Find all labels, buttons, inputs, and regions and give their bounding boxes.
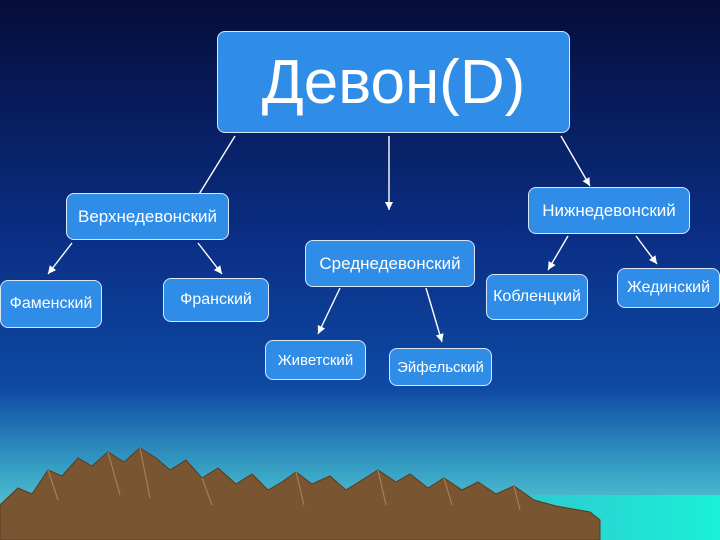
arrow-upper-to-famennian: [47, 242, 73, 275]
stage-node-eifelian-label: Эйфельский: [397, 358, 484, 376]
epoch-node-upper: Верхнедевонский: [66, 193, 229, 240]
arrow-root-to-middle: [385, 136, 393, 210]
epoch-node-lower-label: Нижнедевонский: [542, 200, 676, 220]
stage-node-famennian-label: Фаменский: [9, 295, 93, 312]
mountains: [0, 447, 601, 540]
arrow-root-to-lower: [560, 135, 591, 187]
stage-node-emsian: Кобленцкий: [486, 274, 588, 320]
epoch-node-lower: Нижнедевонский: [528, 187, 690, 234]
epoch-node-middle-label: Среднедевонский: [319, 253, 461, 273]
stage-node-famennian: Фаменский: [0, 280, 102, 328]
stage-node-gedinnian-label: Жединский: [626, 279, 711, 296]
stage-node-givetian: Живетский: [265, 340, 366, 380]
stage-node-emsian-label: Кобленцкий: [493, 288, 581, 305]
root-node-label: Девон(D): [261, 47, 526, 117]
stage-node-frasnian: Франский: [163, 278, 269, 322]
arrow-upper-to-frasnian: [197, 242, 223, 275]
stage-node-frasnian-label: Франский: [180, 291, 252, 308]
stage-node-eifelian: Эйфельский: [389, 348, 492, 386]
arrow-lower-to-emsian: [547, 235, 569, 271]
stage-node-gedinnian: Жединский: [617, 268, 720, 308]
epoch-node-middle: Среднедевонский: [305, 240, 475, 287]
root-node-devon: Девон(D): [217, 31, 570, 133]
arrow-middle-to-eifelian: [425, 287, 444, 343]
mountain-ridges: [47, 447, 521, 511]
stage-node-givetian-label: Живетский: [277, 351, 354, 369]
epoch-node-upper-label: Верхнедевонский: [77, 206, 217, 226]
arrow-middle-to-givetian: [317, 287, 341, 335]
arrow-lower-to-gedinnian: [635, 235, 658, 265]
